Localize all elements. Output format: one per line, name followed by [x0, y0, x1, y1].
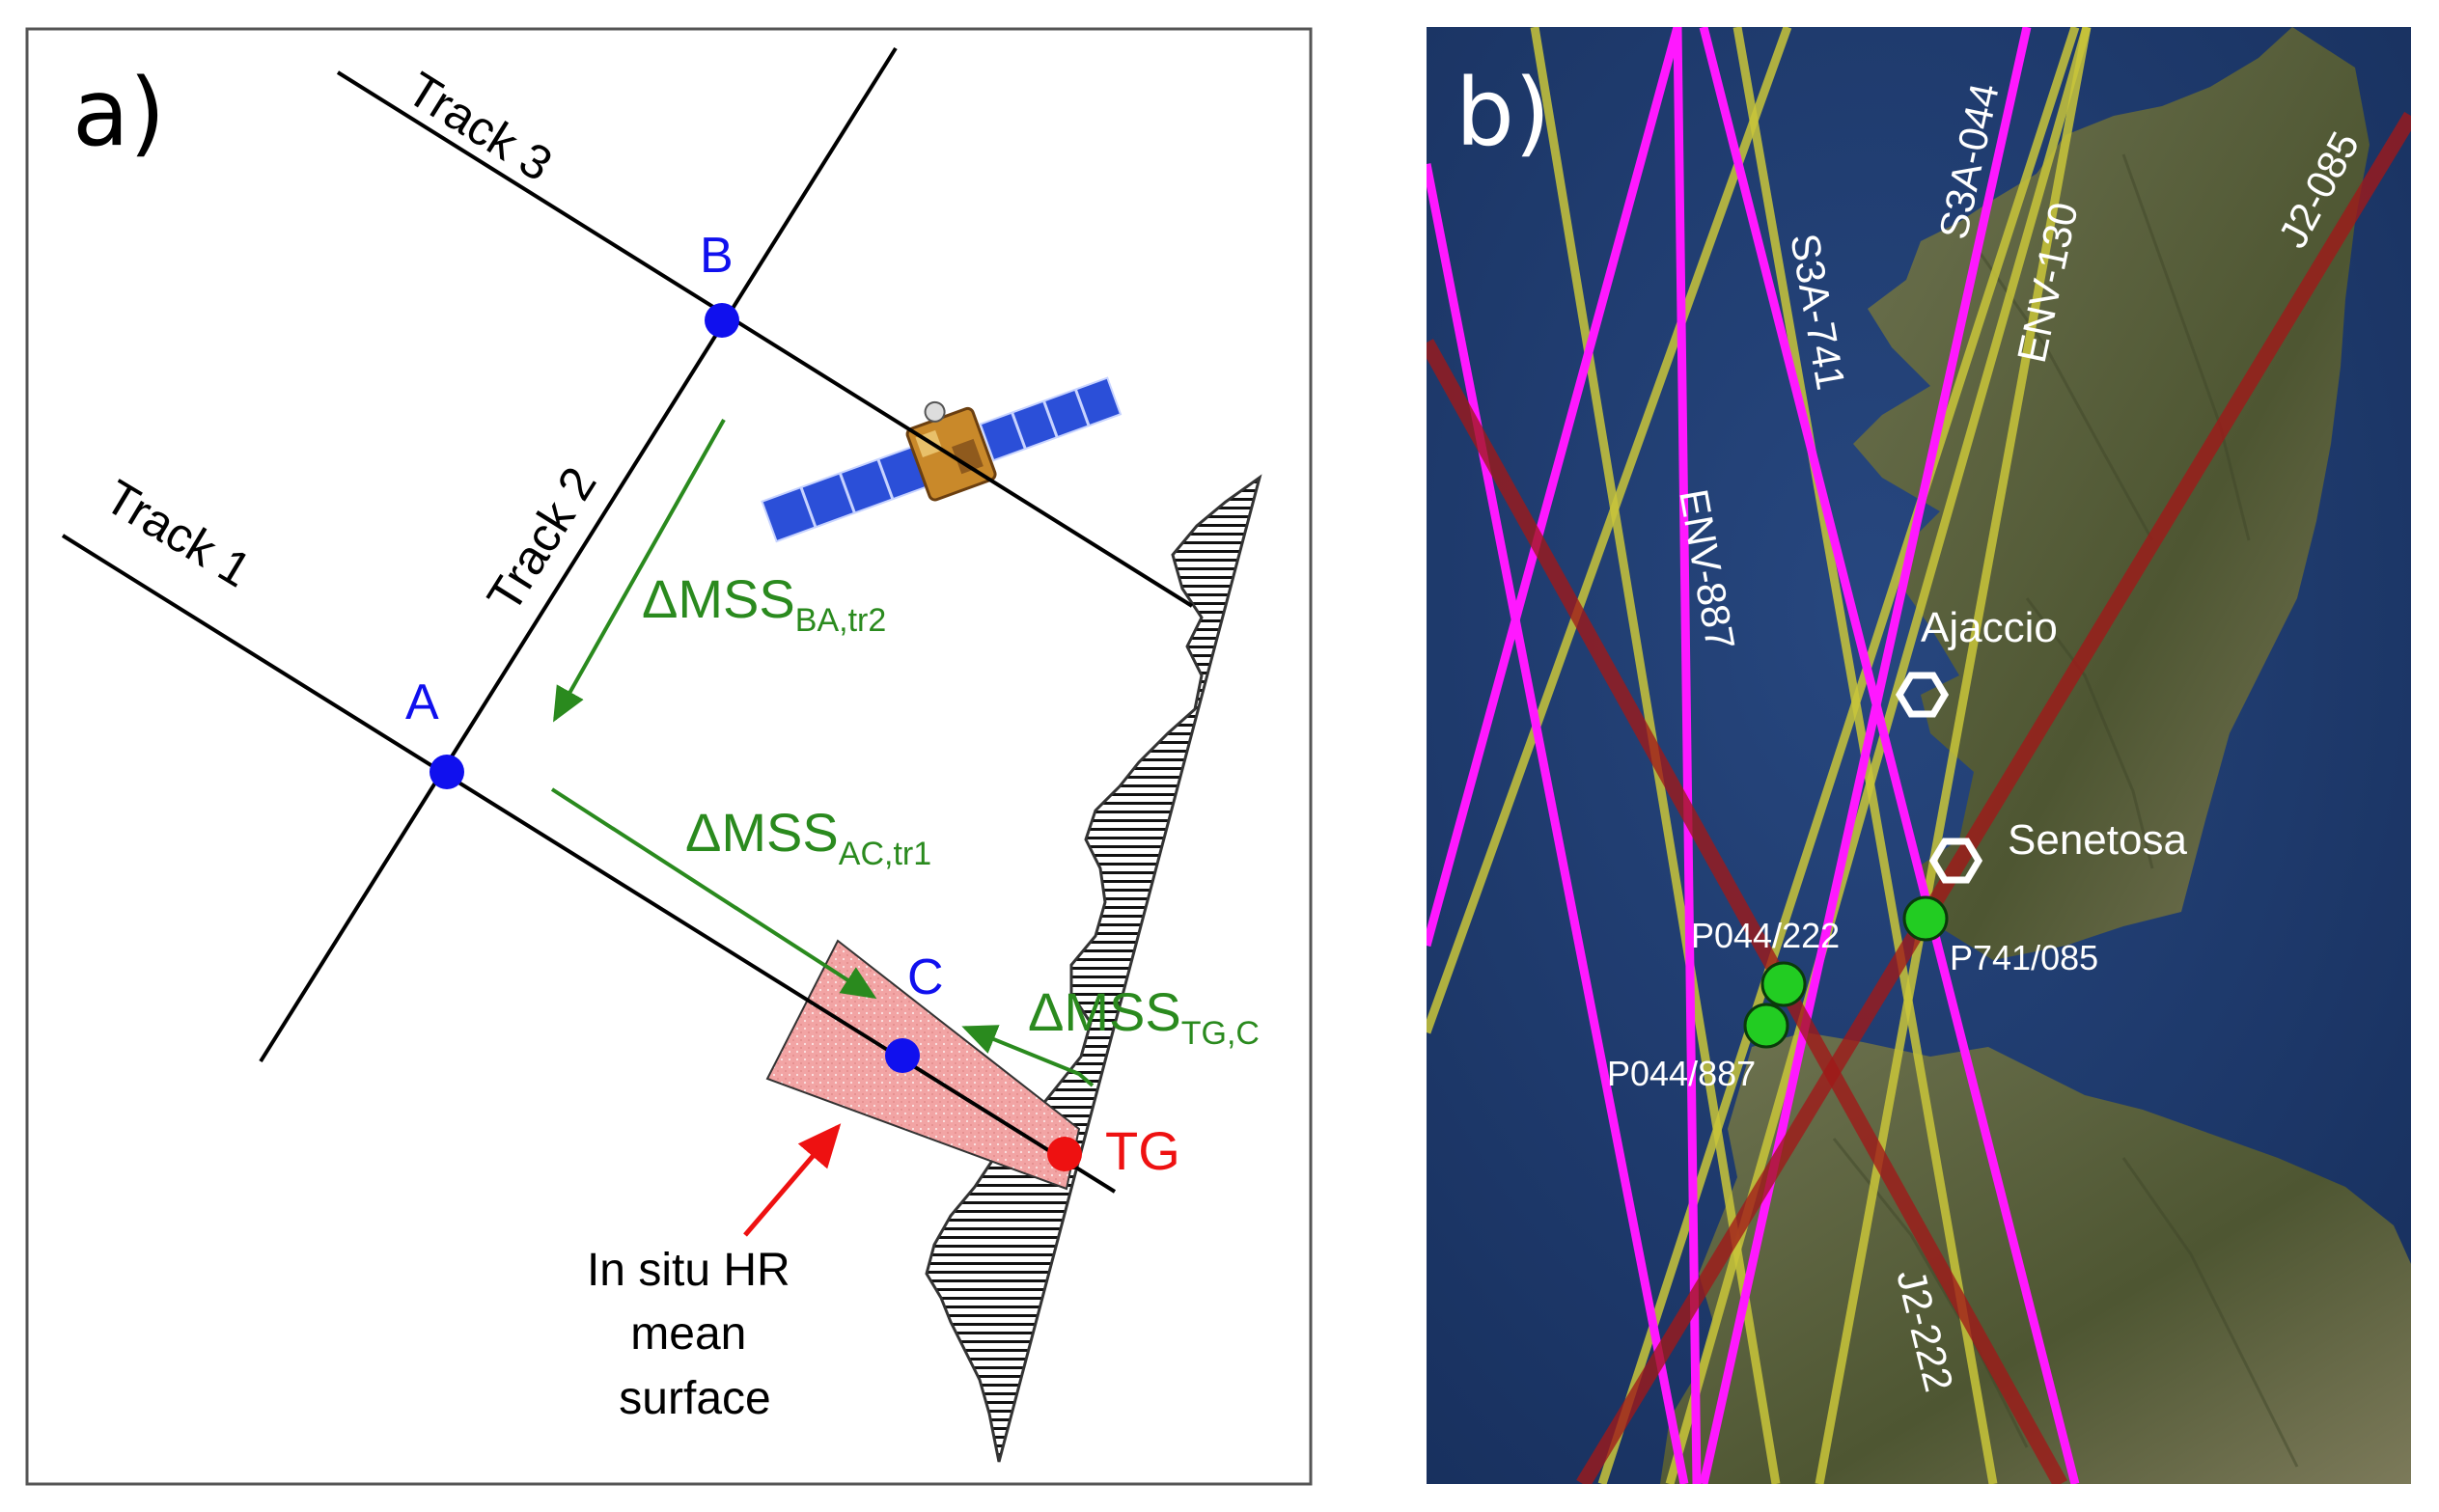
point-b-label: B [700, 228, 734, 284]
point-a-marker [430, 755, 464, 789]
hr-surface-arrow [743, 1123, 842, 1237]
ajaccio-marker [1895, 672, 1950, 718]
dmss-tgc-label: ΔMSSTG,C [1028, 981, 1260, 1052]
point-tg-marker [1047, 1137, 1082, 1171]
point-a-label: A [405, 674, 439, 730]
j2-tracks [1427, 111, 2411, 1484]
senetosa-label: Senetosa [2008, 816, 2187, 864]
coastline [925, 474, 1262, 1463]
panel-a: a) Tr [25, 27, 1313, 1486]
ajaccio-label: Ajaccio [1921, 604, 2058, 651]
point-c-label: C [907, 949, 944, 1005]
point-b-marker [705, 303, 739, 338]
point-p044-222-label: P044/222 [1691, 916, 1840, 955]
dmss-ac-arrow [550, 787, 877, 1000]
dmss-ba-arrow [553, 419, 726, 723]
hr-mean-surface-wedge [765, 939, 1081, 1191]
dmss-tgc-arrow [961, 1025, 1095, 1087]
point-p044-887-label: P044/887 [1607, 1054, 1756, 1093]
senetosa-marker [1928, 838, 1983, 884]
panel-b: S3A-044 ENV-130 S3A-741 ENV-887 J2-085 J… [1427, 27, 2411, 1484]
dmss-ac-label: ΔMSSAC,tr1 [685, 802, 931, 872]
point-tg-label: TG [1105, 1120, 1180, 1181]
sardinia-landmass [1660, 1032, 2411, 1484]
track-1-line [61, 534, 1117, 1194]
point-c-marker [885, 1038, 920, 1073]
hr-surface-caption: In situ HR mean surface [587, 1245, 803, 1424]
panel-a-frame [25, 27, 1313, 1486]
corsica-landmass [1853, 27, 2370, 960]
panel-a-label: a) [72, 59, 165, 167]
point-p044-887-marker [1743, 1003, 1789, 1049]
point-p741-085-label: P741/085 [1950, 938, 2098, 977]
track-3-line [336, 70, 1194, 608]
point-p044-222-marker [1760, 961, 1807, 1007]
track-2-line [259, 46, 898, 1063]
point-p741-085-marker [1902, 895, 1949, 942]
dmss-ba-label: ΔMSSBA,tr2 [642, 568, 886, 639]
s3a-tracks [1427, 27, 2080, 1484]
panel-b-label: b) [1455, 59, 1550, 167]
